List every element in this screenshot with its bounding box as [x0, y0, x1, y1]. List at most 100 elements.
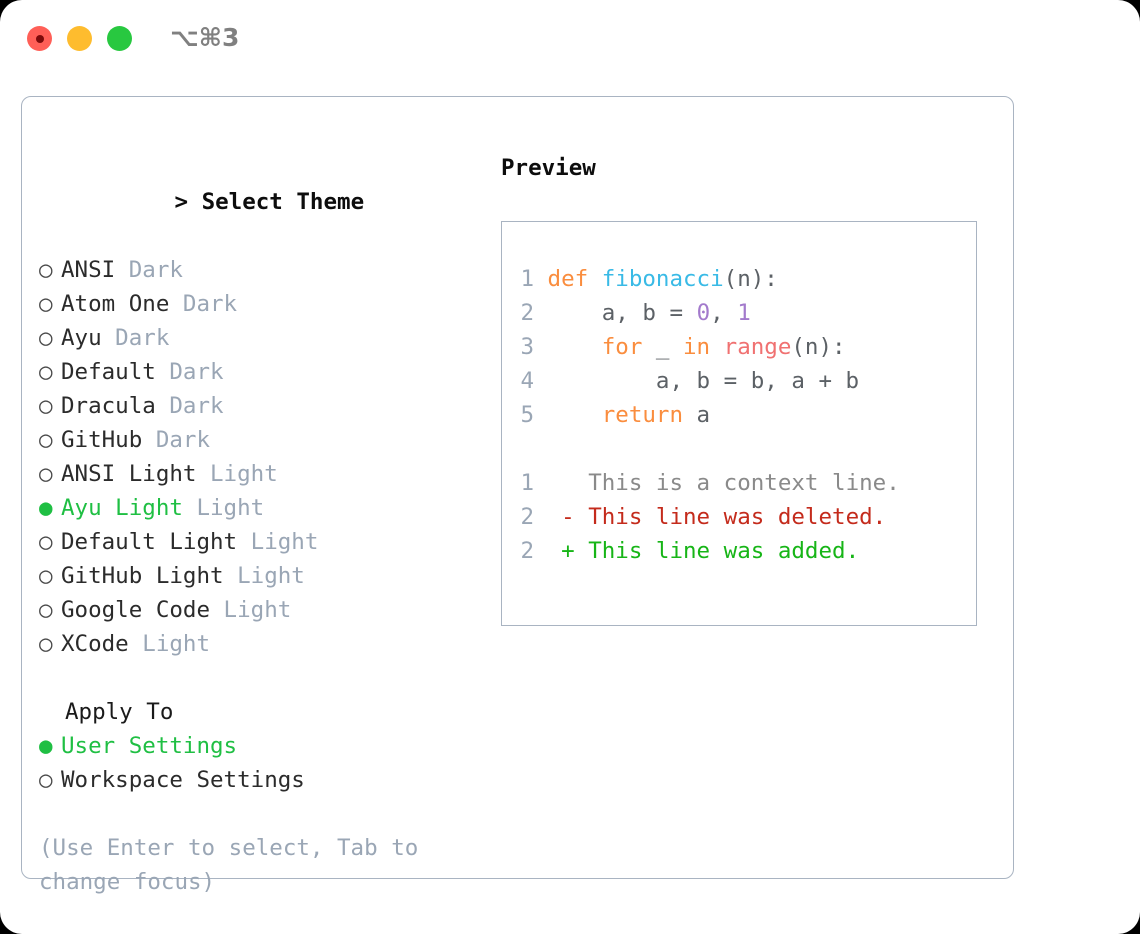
line-number: 2 [520, 504, 534, 530]
theme-list-item[interactable]: ○XCode Light [39, 627, 489, 661]
code-token [548, 334, 602, 360]
apply-to-label: Workspace Settings [61, 767, 305, 793]
radio-unselected-icon: ○ [39, 359, 53, 385]
radio-unselected-icon: ○ [39, 529, 53, 555]
code-line: 3 for _ in range(n): [520, 330, 900, 364]
diff-line: 2 - This line was deleted. [520, 500, 900, 534]
radio-unselected-icon: ○ [39, 325, 53, 351]
theme-variant-label: Light [182, 495, 265, 521]
radio-selected-icon: ● [39, 495, 53, 521]
theme-list-item[interactable]: ○ Default Light Light [39, 525, 489, 559]
code-token: a [683, 402, 711, 428]
theme-list-item[interactable]: ● Ayu Light Light [39, 491, 489, 525]
preview-heading: Preview [501, 155, 596, 181]
title-bar: ⌥⌘3 [0, 0, 1140, 78]
theme-variant-label: Dark [155, 359, 224, 385]
apply-to-group: Apply To ●User Settings○Workspace Settin… [39, 695, 489, 797]
preview-box: 1 def fibonacci(n): 2 a, b = 0, 1 3 for _ … [501, 221, 977, 626]
theme-variant-label: Dark [101, 325, 170, 351]
line-number: 5 [520, 402, 534, 428]
theme-name-label: XCode [61, 631, 129, 657]
code-token [710, 334, 724, 360]
code-preview: 1 def fibonacci(n): 2 a, b = 0, 1 3 for _ … [520, 262, 900, 568]
radio-unselected-icon: ○ [39, 291, 53, 317]
code-token: for [601, 334, 643, 360]
diff-line: 2 + This line was added. [520, 534, 900, 568]
theme-variant-label: Light [223, 563, 305, 589]
diff-marker: + [547, 538, 589, 564]
code-token: a, b = b, a + b [547, 368, 860, 394]
code-token: return [601, 402, 684, 428]
diff-text: This line was deleted. [588, 504, 887, 530]
code-line: 4 a, b = b, a + b [520, 364, 900, 398]
theme-list-item[interactable]: ○ GitHub Dark [39, 423, 489, 457]
theme-list-item[interactable]: ○Ayu Dark [39, 321, 489, 355]
preview-column: Preview 1 def fibonacci(n): 2 a, b = 0, 1… [501, 151, 1001, 626]
diff-marker [548, 470, 589, 496]
theme-variant-label: Light [237, 529, 319, 555]
code-line: 5 return a [520, 398, 900, 432]
code-token [548, 402, 602, 428]
select-theme-heading-label: Select Theme [201, 189, 365, 215]
minimize-button[interactable] [67, 26, 92, 51]
code-token: fibonacci [601, 266, 724, 292]
code-line: 1 def fibonacci(n): [520, 262, 900, 296]
radio-unselected-icon: ○ [39, 257, 53, 283]
select-theme-heading: > Select Theme [39, 151, 489, 253]
radio-unselected-icon: ○ [39, 597, 53, 623]
radio-unselected-icon: ○ [39, 563, 53, 589]
theme-list-item[interactable]: ○ Dracula Dark [39, 389, 489, 423]
theme-name-label: Dracula [61, 393, 156, 419]
radio-unselected-icon: ○ [39, 427, 53, 453]
radio-unselected-icon: ○ [39, 461, 53, 487]
prompt-caret-icon: > [174, 189, 189, 215]
theme-list-item[interactable]: ○ Atom One Dark [39, 287, 489, 321]
theme-name-label: GitHub [61, 427, 143, 453]
theme-variant-label: Light [210, 597, 292, 623]
theme-name-label: Ayu Light [61, 495, 183, 521]
theme-variant-label: Dark [115, 257, 183, 283]
theme-list-item[interactable]: ○ Default Dark [39, 355, 489, 389]
theme-selector-column: > Select Theme ○ANSI Dark○Atom One Dark○… [39, 151, 489, 899]
apply-to-item[interactable]: ○Workspace Settings [39, 763, 489, 797]
theme-variant-label: Dark [155, 393, 224, 419]
theme-list-item[interactable]: ○ANSI Light Light [39, 457, 489, 491]
line-number: 3 [520, 334, 534, 360]
theme-name-label: ANSI Light [61, 461, 197, 487]
diff-text: This is a context line. [588, 470, 900, 496]
theme-list-item[interactable]: ○Google Code Light [39, 593, 489, 627]
code-token: 0 [696, 300, 711, 326]
code-token: in [683, 334, 711, 360]
radio-unselected-icon: ○ [39, 631, 53, 657]
panel-columns: > Select Theme ○ANSI Dark○Atom One Dark○… [22, 97, 1013, 895]
code-token: 1 [737, 300, 751, 326]
apply-to-item[interactable]: ●User Settings [39, 729, 489, 763]
code-token: a, b = [547, 300, 697, 326]
theme-name-label: Atom One [61, 291, 170, 317]
theme-name-label: Default [61, 359, 156, 385]
line-number: 1 [520, 266, 534, 292]
theme-name-label: Default Light [61, 529, 238, 555]
theme-variant-label: Dark [169, 291, 238, 317]
theme-variant-label: Dark [142, 427, 211, 453]
keyboard-hint-text: (Use Enter to select, Tab to change focu… [39, 835, 419, 895]
code-token: , [710, 300, 738, 326]
apply-to-label: User Settings [61, 733, 238, 759]
radio-unselected-icon: ○ [39, 393, 53, 419]
code-token: range [723, 334, 792, 360]
code-token: _ [642, 334, 684, 360]
line-number: 2 [520, 300, 534, 326]
theme-list-item[interactable]: ○ANSI Dark [39, 253, 489, 287]
diff-line: 1 This is a context line. [520, 466, 900, 500]
maximize-button[interactable] [107, 26, 132, 51]
main-panel: > Select Theme ○ANSI Dark○Atom One Dark○… [21, 96, 1014, 895]
apply-to-heading: Apply To [65, 699, 174, 725]
diff-text: This line was added. [588, 538, 860, 564]
code-token: (n): [723, 266, 778, 292]
theme-list-item[interactable]: ○GitHub Light Light [39, 559, 489, 593]
diff-marker: - [547, 504, 589, 530]
apply-to-list[interactable]: ●User Settings○Workspace Settings [39, 729, 489, 797]
theme-list[interactable]: ○ANSI Dark○Atom One Dark○Ayu Dark○Defaul… [39, 253, 489, 661]
code-token: def [547, 266, 602, 292]
